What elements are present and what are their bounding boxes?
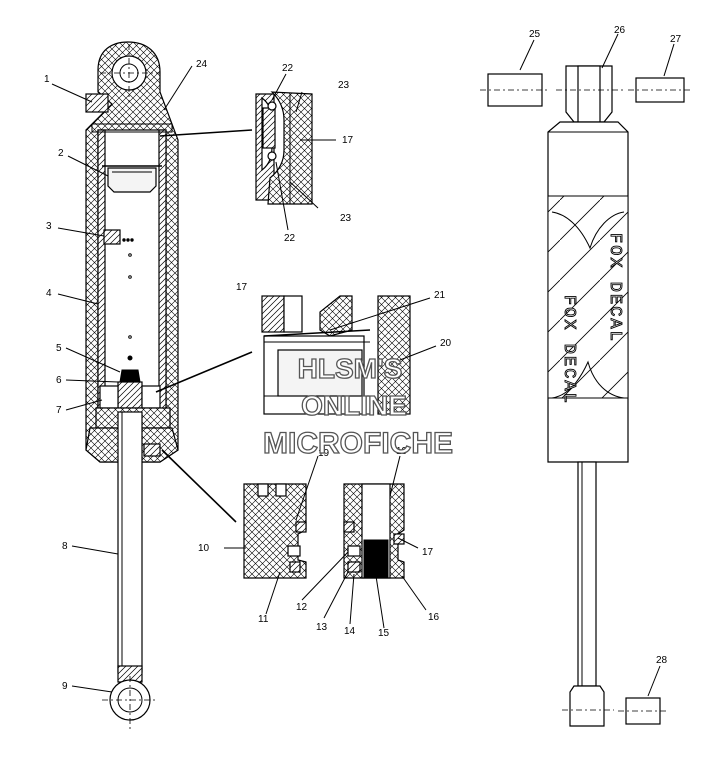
callout-11: 11 xyxy=(258,614,269,625)
callout-24: 24 xyxy=(196,59,208,70)
callout-1: 1 xyxy=(44,74,50,85)
bottom-eyelet xyxy=(569,685,605,727)
callout-25: 25 xyxy=(529,29,541,40)
detail-piston xyxy=(261,295,411,415)
bleed-insert xyxy=(103,229,121,245)
piston-nut xyxy=(119,369,141,383)
valve-cap xyxy=(85,93,109,113)
fox-decal xyxy=(547,195,629,399)
callout-3: 3 xyxy=(46,221,52,232)
decal-text-lower: FOX DECAL xyxy=(559,295,578,405)
callout-22-top: 22 xyxy=(282,63,294,74)
callout-10: 10 xyxy=(198,543,210,554)
callout-4: 4 xyxy=(46,288,52,299)
callout-leaders xyxy=(51,33,675,697)
callout-8: 8 xyxy=(62,541,68,552)
decal-text-upper: FOX DECAL xyxy=(605,233,624,343)
callout-22-bottom: 22 xyxy=(284,233,296,244)
callout-17-seal-head: 17 xyxy=(422,547,434,558)
watermark-line-1: HLSM'S xyxy=(298,353,403,384)
callout-28: 28 xyxy=(656,655,668,666)
callout-27: 27 xyxy=(670,34,682,45)
callout-7: 7 xyxy=(56,405,62,416)
callout-21: 21 xyxy=(434,290,446,301)
shaft xyxy=(577,461,597,687)
callout-26: 26 xyxy=(614,25,626,36)
callout-9: 9 xyxy=(62,681,68,692)
detail-leaders xyxy=(155,129,253,523)
callout-13: 13 xyxy=(316,622,328,633)
detail-seal-head xyxy=(243,483,405,579)
callout-12: 12 xyxy=(296,602,308,613)
sectioned-shock xyxy=(85,41,179,732)
callout-5: 5 xyxy=(56,343,62,354)
callout-15: 15 xyxy=(378,628,390,639)
callout-19-right: 19 xyxy=(396,446,408,457)
callout-16: 16 xyxy=(428,612,440,623)
callout-17-piston: 17 xyxy=(236,282,248,293)
callout-17-top-seal: 17 xyxy=(342,135,354,146)
watermark-line-2: ONLINE xyxy=(301,390,407,421)
callout-14: 14 xyxy=(344,626,356,637)
floating-piston xyxy=(107,167,157,193)
watermark-line-3: MICROFICHE xyxy=(263,427,453,460)
callout-20: 20 xyxy=(440,338,452,349)
callout-19-left: 19 xyxy=(318,448,330,459)
detail-top-seal xyxy=(255,91,313,205)
callout-23-top: 23 xyxy=(338,80,350,91)
callout-6: 6 xyxy=(56,375,62,386)
callout-labels: 1 2 3 4 5 6 7 8 9 10 11 12 13 14 15 16 1… xyxy=(44,25,682,692)
callout-2: 2 xyxy=(58,148,64,159)
assembled-shock: FOX DECAL FOX DECAL xyxy=(480,65,690,727)
watermark: HLSM'S ONLINE MICROFICHE xyxy=(262,352,453,460)
callout-23-bottom: 23 xyxy=(340,213,352,224)
